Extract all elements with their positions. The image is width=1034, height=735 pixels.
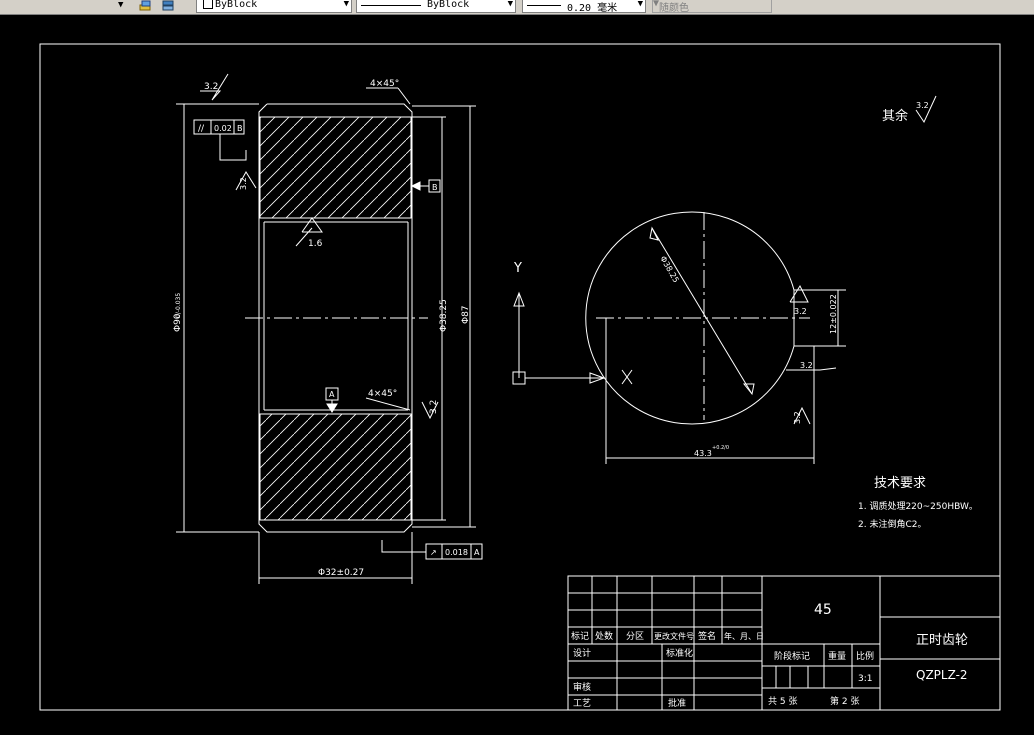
tb-standardize: 标准化 <box>666 647 693 659</box>
tb-design: 设计 <box>573 647 591 659</box>
plotstyle-control-combo: 随颜色 ▼ <box>652 0 772 13</box>
lineweight-sample <box>527 5 561 6</box>
dim-hub-diameter: Φ87 <box>461 305 471 324</box>
datum-b-label: B <box>432 183 438 192</box>
dim-outer-tolerance: 0/-0.035 <box>175 293 182 318</box>
color-control-combo[interactable]: ByBlock ▼ <box>196 0 352 13</box>
linetype-combo-label: ByBlock <box>427 0 470 10</box>
chamfer-top-label: 4×45° <box>370 79 399 89</box>
tb-scale-value: 3:1 <box>858 674 872 684</box>
chevron-down-icon: ▼ <box>653 0 660 9</box>
drawing-canvas[interactable]: 3.2 4×45° // 0.02 B B 3.2 1.6 A 4×45° 3.… <box>0 14 1034 735</box>
view-y-indicator <box>512 291 606 385</box>
chevron-down-icon: ▼ <box>637 0 643 9</box>
datum-a-label: A <box>329 390 335 399</box>
tb-scale-label: 比例 <box>856 650 874 662</box>
roughness-bore: 1.6 <box>308 239 323 249</box>
dim-width: Φ32±0.27 <box>318 568 364 578</box>
other-roughness-symbol <box>915 95 937 124</box>
tb-approve: 批准 <box>668 697 686 709</box>
parallelism-datum: B <box>237 124 243 133</box>
layer-dropdown-arrow[interactable]: ▼ <box>118 0 124 10</box>
chamfer-bottom-label: 4×45° <box>368 389 397 399</box>
linetype-control-combo[interactable]: ByBlock ▼ <box>356 0 516 13</box>
dim-bore-diameter: Φ38.25 <box>439 299 449 332</box>
runout-datum: A <box>474 548 480 557</box>
plotstyle-combo-label: 随颜色 <box>659 3 689 13</box>
chevron-down-icon: ▼ <box>343 0 349 9</box>
parallelism-symbol: // <box>198 124 205 134</box>
dim-keyway-depth: 43.3 <box>694 449 712 458</box>
lineweight-combo-label: 0.20 毫米 <box>567 3 618 13</box>
tb-sheet-no: 第 2 张 <box>830 695 859 707</box>
keyway-width-dim: 12±0.022 <box>829 294 838 334</box>
gear-section-view <box>176 73 483 584</box>
tb-stage-mark: 阶段标记 <box>774 650 810 662</box>
tb-sheets: 共 5 张 <box>768 696 797 707</box>
layer-previous-icon[interactable] <box>160 0 178 15</box>
dim-keyway-depth-tol: +0.2/0 <box>712 445 729 451</box>
layer-combo-label: ByBlock <box>215 0 258 10</box>
runout-value: 0.018 <box>445 548 468 557</box>
tb-header-count: 处数 <box>595 630 613 642</box>
other-roughness-value: 3.2 <box>916 101 929 110</box>
roughness-top-left: 3.2 <box>204 82 218 92</box>
linetype-sample <box>361 5 421 6</box>
tb-header-sign: 签名 <box>698 630 716 642</box>
tb-review: 审核 <box>573 681 591 693</box>
roughness-right-face: 3.2 <box>429 400 439 414</box>
title-material: 45 <box>814 602 832 618</box>
roughness-bore-left: 3.2 <box>239 177 248 190</box>
parallelism-value: 0.02 <box>214 124 232 133</box>
keyway-roughness-2: 3.2 <box>800 361 813 370</box>
tb-header-date: 年、月、日 <box>724 631 764 641</box>
other-roughness-label: 其余 <box>882 108 908 124</box>
drawing-border <box>39 43 1001 711</box>
properties-toolbar: ▼ ByBlock ▼ ByBlock ▼ 0.20 毫米 ▼ 随颜色 ▼ <box>0 0 1034 15</box>
tb-weight: 重量 <box>828 650 846 662</box>
dim-outer-diameter: Φ90 <box>173 313 183 332</box>
tb-header-mark: 标记 <box>571 630 589 642</box>
keyway-bottom-roughness: 3.2 <box>793 411 802 424</box>
runout-symbol: ↗ <box>430 548 437 557</box>
title-block <box>567 575 1001 711</box>
lineweight-control-combo[interactable]: 0.20 毫米 ▼ <box>522 0 646 13</box>
tb-process: 工艺 <box>573 698 591 709</box>
title-drawing-no: QZPLZ-2 <box>916 668 968 682</box>
tb-header-docno: 更改文件号 <box>654 631 694 641</box>
title-part-name: 正时齿轮 <box>916 633 968 648</box>
layer-states-icon[interactable] <box>138 0 154 15</box>
tech-requirement-2: 2. 未注倒角C2。 <box>858 518 926 530</box>
gear-end-view <box>585 211 846 464</box>
chevron-down-icon: ▼ <box>507 0 513 9</box>
tech-requirement-1: 1. 调质处理220~250HBW。 <box>858 500 978 512</box>
color-swatch-icon <box>203 0 213 9</box>
keyway-roughness: 3.2 <box>794 307 807 316</box>
tech-requirements-title: 技术要求 <box>874 476 926 491</box>
tb-header-zone: 分区 <box>626 631 644 642</box>
view-y-label: Y <box>513 261 522 276</box>
